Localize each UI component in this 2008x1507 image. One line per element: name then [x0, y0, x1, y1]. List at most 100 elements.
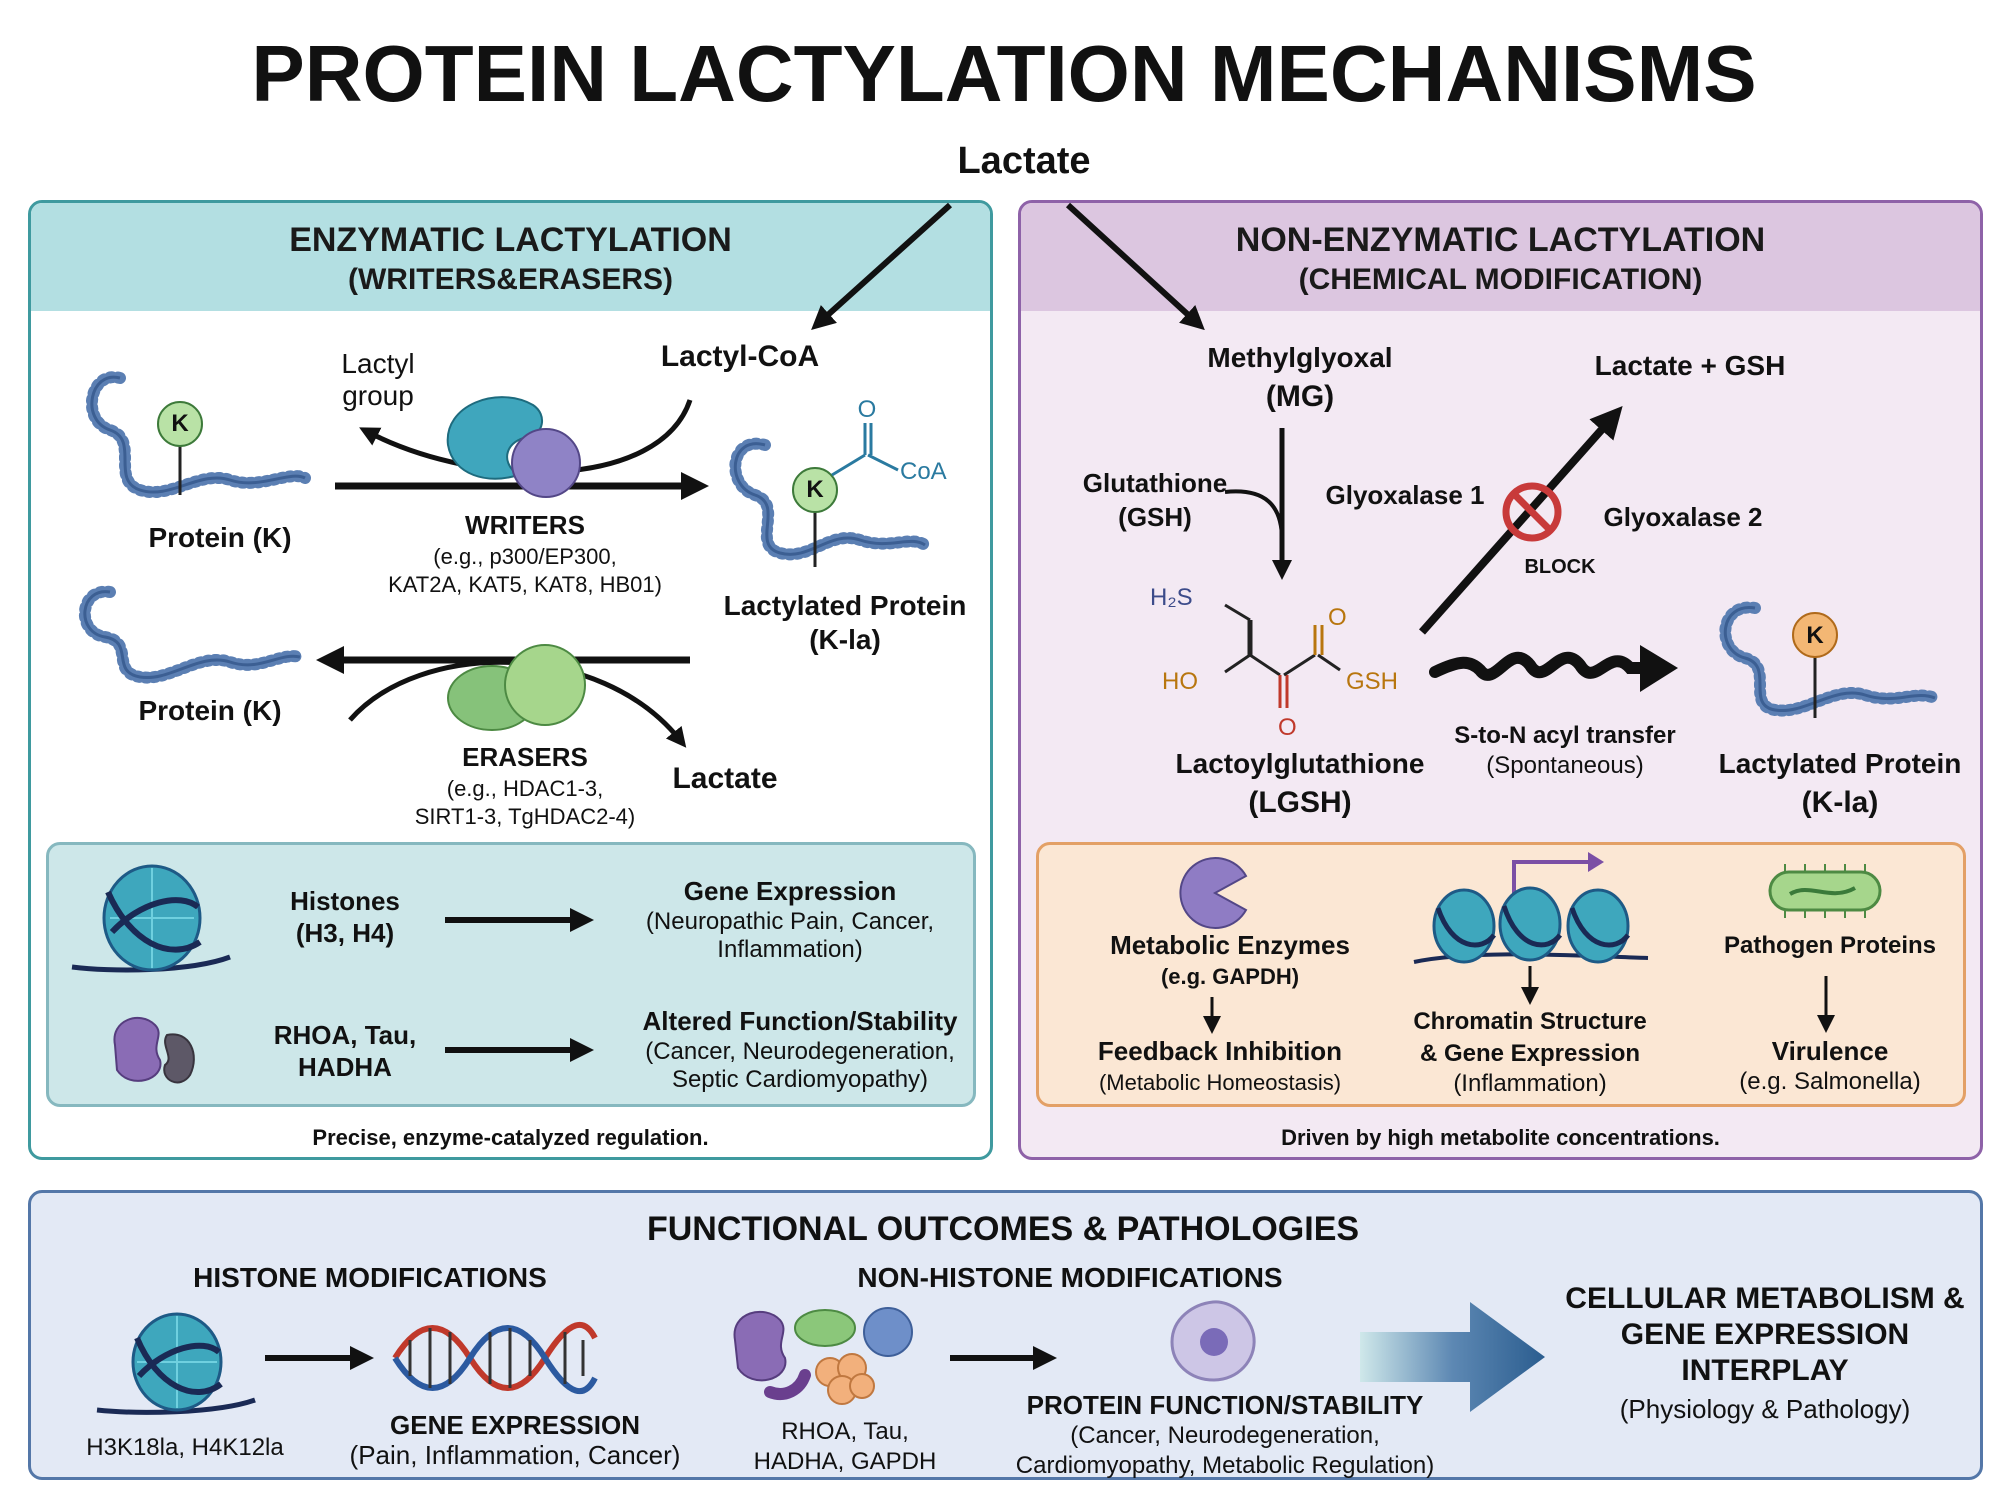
writers-label: WRITERS	[465, 510, 585, 540]
protein-function-desc-2: Cardiomyopathy, Metabolic Regulation)	[1015, 1452, 1435, 1479]
nucleosome-icon	[71, 864, 231, 973]
cellular-interplay-label-2: GENE EXPRESSION	[1620, 1318, 1910, 1351]
chromatin-icon	[1413, 886, 1649, 964]
altered-function-label: Altered Function/Stability	[642, 1006, 958, 1036]
h2s-label: H₂S	[1150, 584, 1193, 611]
histone-marks-label: H3K18la, H4K12la	[86, 1434, 284, 1461]
carbonyl-oxygen-label: O	[857, 396, 877, 423]
outcomes-panel	[28, 1190, 1983, 1480]
nonhistone-targets-label-1: RHOA, Tau,	[781, 1418, 909, 1445]
feedback-inhibition-desc: (Metabolic Homeostasis)	[1098, 1070, 1342, 1095]
lgsh-label-1: Lactoylglutathione	[1175, 748, 1425, 779]
nonhistone-proteins-icon	[113, 1016, 195, 1084]
lactylated-protein-icon	[729, 423, 931, 567]
feedback-inhibition-label: Feedback Inhibition	[1097, 1036, 1343, 1066]
lactylated-protein-label-1: Lactylated Protein	[723, 590, 967, 621]
lactylated-lysine-label: K	[806, 476, 824, 503]
spontaneous-label: (Spontaneous)	[1486, 752, 1644, 779]
cellular-interplay-desc: (Physiology & Pathology)	[1619, 1394, 1911, 1424]
writers-examples-2: KAT2A, KAT5, KAT8, HB01)	[388, 572, 662, 597]
methylglyoxal-label-1: Methylglyoxal	[1207, 342, 1393, 373]
cellular-interplay-label-1: CELLULAR METABOLISM &	[1565, 1282, 1965, 1315]
oxygen-bottom-label: O	[1278, 714, 1297, 741]
lactylated-protein-orange-icon	[1719, 601, 1941, 718]
protein-k-label-1: Protein (K)	[148, 522, 292, 553]
gene-expression-outcome-label: GENE EXPRESSION	[390, 1410, 640, 1440]
page-title: PROTEIN LACTYLATION MECHANISMS	[251, 29, 1757, 118]
oxygen-top-label: O	[1328, 604, 1347, 631]
lgsh-structure-icon	[1224, 603, 1341, 708]
enzymatic-title: ENZYMATIC LACTYLATION	[289, 221, 732, 259]
nonhistone-protein-cluster-icon	[733, 1307, 913, 1405]
nonenzymatic-lactylated-label-1: Lactylated Protein	[1718, 748, 1962, 779]
wavy-transfer-arrow	[1429, 651, 1656, 681]
enzymatic-header	[31, 203, 990, 311]
lactate-released-label: Lactate	[672, 762, 778, 795]
enzymatic-footer: Precise, enzyme-catalyzed regulation.	[312, 1125, 709, 1150]
nonenzymatic-header	[1021, 203, 1980, 311]
cellular-interplay-label-3: INTERPLAY	[1681, 1354, 1849, 1387]
gene-expression-label: Gene Expression	[683, 876, 897, 906]
altered-function-desc-2: Septic Cardiomyopathy)	[671, 1066, 929, 1093]
chromatin-label-2: & Gene Expression	[1419, 1040, 1641, 1067]
hydroxyl-label: HO	[1162, 668, 1198, 695]
protein-chain-icon	[86, 371, 311, 498]
block-icon	[1502, 482, 1562, 542]
nonhistone-modifications-heading: NON-HISTONE MODIFICATIONS	[857, 1262, 1283, 1293]
histone-modifications-heading: HISTONE MODIFICATIONS	[193, 1262, 547, 1293]
lactyl-group-label-2: group	[342, 380, 414, 411]
glutathione-label-1: Glutathione	[1082, 468, 1228, 498]
nonenzymatic-subtitle: (CHEMICAL MODIFICATION)	[1298, 263, 1703, 296]
arrow-to-lactyl-coa	[811, 202, 953, 331]
s-to-n-label: S-to-N acyl transfer	[1454, 722, 1676, 749]
erasers-examples-1: (e.g., HDAC1-3,	[446, 776, 604, 801]
pathogen-proteins-label: Pathogen Proteins	[1723, 932, 1937, 959]
protein-chain-icon-2	[78, 585, 306, 684]
gsh-chem-label: GSH	[1346, 668, 1399, 695]
writers-examples-1: (e.g., p300/EP300,	[433, 544, 617, 569]
protein-function-desc-1: (Cancer, Neurodegeneration,	[1070, 1422, 1380, 1449]
protein-function-label: PROTEIN FUNCTION/STABILITY	[1026, 1390, 1424, 1420]
chromatin-label-3: (Inflammation)	[1453, 1070, 1607, 1097]
methylglyoxal-label-2: (MG)	[1265, 380, 1335, 413]
gradient-arrow-icon	[1360, 1302, 1545, 1412]
chromatin-label-1: Chromatin Structure	[1413, 1008, 1647, 1035]
gene-expression-desc-2: Inflammation)	[717, 936, 863, 963]
nucleosome-icon-2	[96, 1312, 256, 1415]
virulence-example: (e.g. Salmonella)	[1739, 1068, 1921, 1095]
histones-label-2: (H3, H4)	[295, 918, 395, 948]
gene-expression-desc-1: (Neuropathic Pain, Cancer,	[645, 908, 935, 935]
erasers-label: ERASERS	[462, 742, 588, 772]
metabolic-enzyme-icon	[1179, 857, 1248, 929]
gene-expression-outcome-desc: (Pain, Inflammation, Cancer)	[349, 1440, 681, 1470]
erasers-examples-2: SIRT1-3, TgHDAC2-4)	[414, 804, 636, 829]
rhoa-tau-label-1: RHOA, Tau,	[273, 1020, 417, 1050]
histones-label-1: Histones	[290, 886, 400, 916]
lysine-k-icon	[157, 401, 203, 447]
enzymatic-subtitle: (WRITERS&ERASERS)	[347, 263, 673, 296]
lactate-gsh-label: Lactate + GSH	[1594, 350, 1786, 381]
glutathione-label-2: (GSH)	[1118, 502, 1192, 532]
nonenzymatic-footer: Driven by high metabolite concentrations…	[1281, 1125, 1720, 1150]
outcomes-title: FUNCTIONAL OUTCOMES & PATHOLOGIES	[646, 1210, 1360, 1248]
enzymatic-targets-box	[46, 842, 976, 1107]
rhoa-tau-label-2: HADHA	[298, 1052, 392, 1082]
protein-k-label-2: Protein (K)	[138, 695, 282, 726]
glyoxalase-2-label: Glyoxalase 2	[1603, 502, 1763, 532]
nonenzymatic-lactylated-label-2: (K-la)	[1801, 786, 1879, 819]
glyoxalase-1-label: Glyoxalase 1	[1325, 480, 1485, 510]
dna-helix-icon	[392, 1321, 598, 1395]
cell-icon	[1170, 1300, 1256, 1382]
altered-function-desc-1: (Cancer, Neurodegeneration,	[645, 1038, 955, 1065]
writer-enzyme-icon	[446, 396, 581, 498]
metabolic-enzymes-example: (e.g. GAPDH)	[1160, 964, 1300, 989]
nonenzymatic-title: NON-ENZYMATIC LACTYLATION	[1235, 221, 1766, 259]
lgsh-label-2: (LGSH)	[1248, 786, 1352, 819]
nonhistone-targets-label-2: HADHA, GAPDH	[753, 1448, 937, 1475]
orange-lysine-label: K	[1806, 622, 1824, 649]
